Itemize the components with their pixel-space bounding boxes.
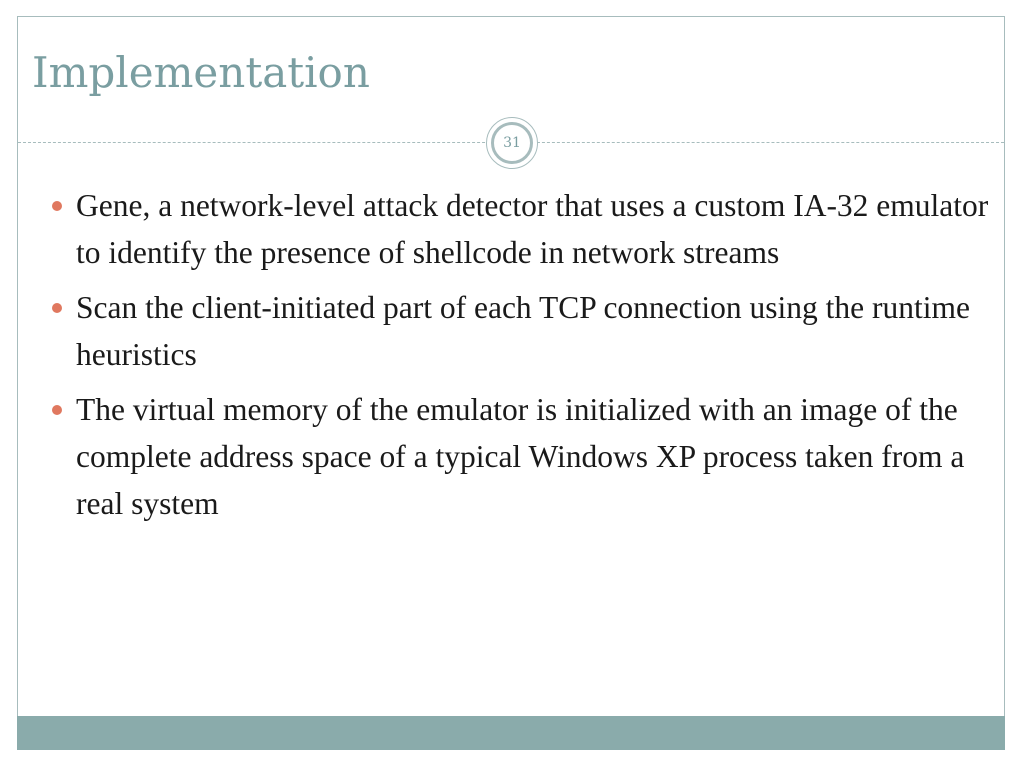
bullet-list: Gene, a network-level attack detector th… <box>52 182 996 535</box>
bullet-item: Scan the client-initiated part of each T… <box>52 284 996 378</box>
bullet-marker-icon <box>52 405 62 415</box>
bullet-marker-icon <box>52 201 62 211</box>
bullet-item: Gene, a network-level attack detector th… <box>52 182 996 276</box>
bullet-text: The virtual memory of the emulator is in… <box>76 392 965 521</box>
bullet-text: Scan the client-initiated part of each T… <box>76 290 970 372</box>
bullet-text: Gene, a network-level attack detector th… <box>76 188 989 270</box>
page-number-badge: 31 <box>486 117 538 169</box>
footer-bar <box>17 716 1005 750</box>
slide-title: Implementation <box>32 48 370 97</box>
page-number: 31 <box>491 122 533 164</box>
bullet-item: The virtual memory of the emulator is in… <box>52 386 996 527</box>
bullet-marker-icon <box>52 303 62 313</box>
